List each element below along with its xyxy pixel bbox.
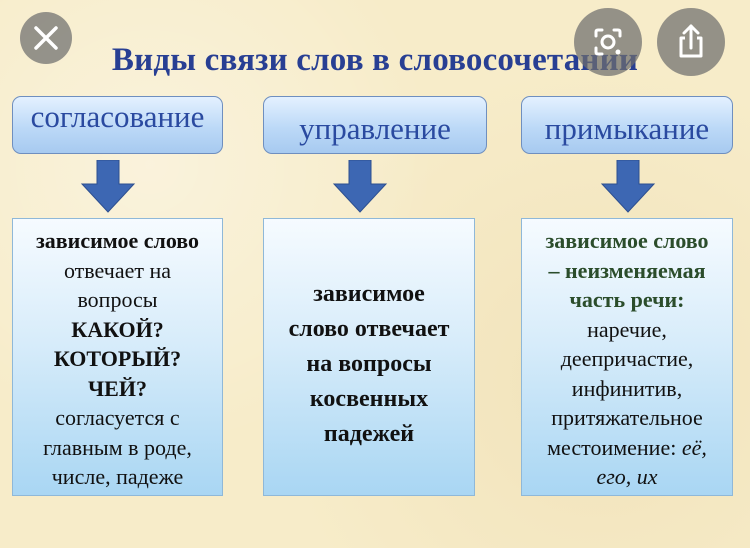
arrow-down-icon bbox=[600, 160, 656, 214]
desc-line: местоимение: её, bbox=[522, 433, 732, 463]
desc-line: слово отвечает bbox=[288, 316, 450, 342]
desc-line: согласуется с bbox=[55, 405, 180, 430]
desc-line: главным в роде, bbox=[43, 434, 192, 460]
close-button[interactable] bbox=[20, 12, 72, 64]
header-government: управление bbox=[263, 96, 487, 154]
desc-line: деепричастие, bbox=[560, 346, 694, 371]
header-adjoining: примыкание bbox=[521, 96, 733, 154]
close-icon bbox=[34, 26, 58, 50]
share-button[interactable] bbox=[657, 8, 725, 76]
desc-line: инфинитив, bbox=[571, 375, 683, 401]
government-description: зависимое слово отвечает на вопросы косв… bbox=[263, 218, 475, 496]
desc-line: отвечает на bbox=[63, 257, 172, 283]
desc-line: косвенных bbox=[309, 386, 429, 412]
agreement-description: зависимое слово отвечает на вопросы КАКО… bbox=[12, 218, 223, 496]
desc-line: часть речи: bbox=[569, 287, 685, 312]
desc-line: падежей bbox=[323, 421, 415, 447]
desc-line: зависимое bbox=[313, 281, 425, 307]
desc-line: ЧЕЙ? bbox=[88, 375, 147, 401]
page-title: Виды связи слов в словосочетании bbox=[111, 42, 639, 78]
desc-example: её, bbox=[681, 434, 707, 460]
desc-line: притяжательное bbox=[551, 405, 703, 430]
desc-text: местоимение: bbox=[547, 434, 682, 460]
desc-line: на вопросы bbox=[306, 351, 432, 377]
adjoining-description: зависимое слово – неизменяемая часть реч… bbox=[521, 218, 733, 496]
arrow-down-icon bbox=[332, 160, 388, 214]
share-icon bbox=[679, 24, 703, 58]
desc-line: его, их bbox=[596, 464, 658, 489]
desc-line: зависимое слово bbox=[545, 228, 709, 253]
header-agreement: согласование bbox=[12, 96, 223, 154]
desc-line: КАКОЙ? bbox=[71, 316, 164, 342]
lens-icon bbox=[594, 28, 622, 56]
desc-line: – неизменяемая bbox=[548, 257, 706, 283]
desc-line: наречие, bbox=[587, 316, 667, 342]
desc-line: КОТОРЫЙ? bbox=[53, 346, 182, 371]
desc-line: зависимое слово bbox=[35, 228, 200, 253]
lens-button[interactable] bbox=[574, 8, 642, 76]
arrow-down-icon bbox=[80, 160, 136, 214]
desc-line: вопросы bbox=[77, 287, 158, 312]
desc-line: числе, падеже bbox=[51, 464, 184, 489]
